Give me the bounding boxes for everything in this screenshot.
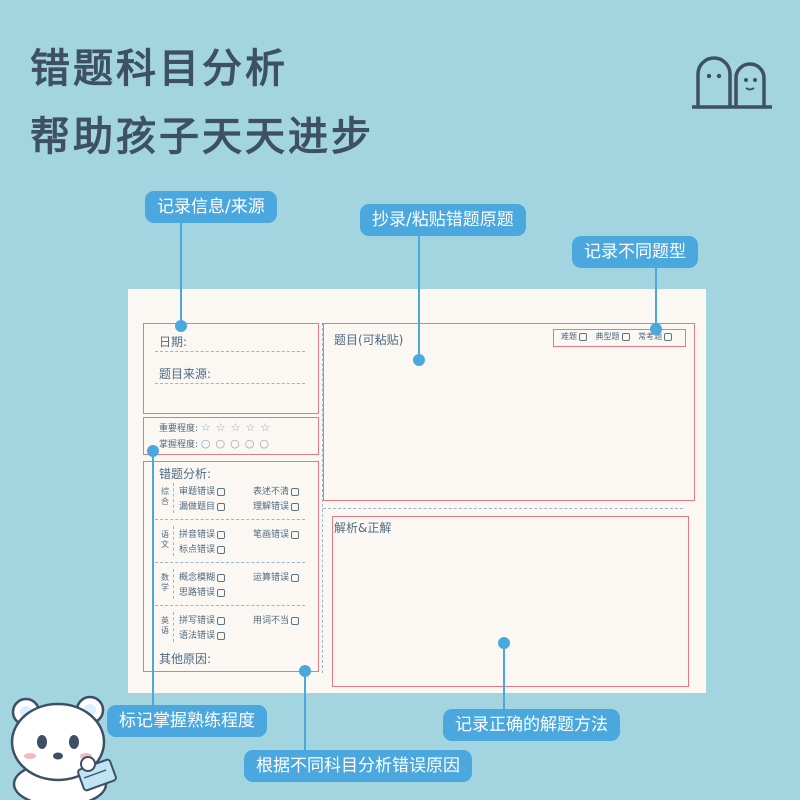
callout-record-info: 记录信息/来源 xyxy=(145,191,277,223)
group-side-label: 综合 xyxy=(161,487,169,506)
circle-rating[interactable]: ○○○○○ xyxy=(200,437,274,450)
star-rating[interactable]: ☆☆☆☆☆ xyxy=(200,421,276,434)
bear-mascot-icon xyxy=(10,695,117,800)
checkbox[interactable] xyxy=(217,588,226,597)
callout-question-types: 记录不同题型 xyxy=(572,236,698,268)
type-typical: 典型题 xyxy=(595,332,620,341)
checkbox[interactable] xyxy=(217,631,226,640)
checkbox[interactable] xyxy=(291,502,300,511)
analysis-box xyxy=(143,461,319,672)
checkbox[interactable] xyxy=(217,545,226,554)
type-hard: 难题 xyxy=(561,332,577,341)
checkbox[interactable] xyxy=(217,616,226,625)
mastery-label: 掌握程度: ○○○○○ xyxy=(159,437,274,450)
question-box xyxy=(323,323,695,501)
headline-line-2: 帮助孩子天天进步 xyxy=(30,114,374,160)
ghost-icon xyxy=(692,56,772,109)
question-label: 题目(可粘贴) xyxy=(334,333,404,347)
group-side-label: 语文 xyxy=(161,530,169,549)
checkbox[interactable] xyxy=(217,530,226,539)
checkbox[interactable] xyxy=(217,487,226,496)
checkbox[interactable] xyxy=(621,332,630,341)
other-reasons-label: 其他原因: xyxy=(159,652,212,666)
question-type-box xyxy=(553,329,686,347)
type-common: 常考题 xyxy=(638,332,663,341)
callout-mastery: 标记掌握熟练程度 xyxy=(107,705,267,737)
group-side-label: 数学 xyxy=(161,573,169,592)
solution-box xyxy=(332,516,689,687)
checkbox[interactable] xyxy=(291,573,300,582)
checkbox[interactable] xyxy=(664,332,673,341)
marker-dot xyxy=(299,665,311,677)
callout-solution: 记录正确的解题方法 xyxy=(443,709,620,741)
rating-box xyxy=(143,417,319,455)
worksheet: 日期: 题目来源: 重要程度: ☆☆☆☆☆ 掌握程度: ○○○○○ 错题分析: … xyxy=(128,289,706,693)
analysis-title: 错题分析: xyxy=(159,467,212,481)
callout-copy-paste: 抄录/粘贴错题原题 xyxy=(360,204,526,236)
marker-dot xyxy=(413,354,425,366)
group-side-label: 英语 xyxy=(161,616,169,635)
checkbox[interactable] xyxy=(217,573,226,582)
source-label: 题目来源: xyxy=(159,367,212,381)
date-label: 日期: xyxy=(159,335,188,349)
solution-label: 解析&正解 xyxy=(334,521,392,535)
checkbox[interactable] xyxy=(217,502,226,511)
info-box xyxy=(143,323,319,414)
marker-dot xyxy=(650,323,662,335)
importance-label: 重要程度: ☆☆☆☆☆ xyxy=(159,421,276,434)
checkbox[interactable] xyxy=(291,530,300,539)
checkbox[interactable] xyxy=(291,616,300,625)
callout-analysis: 根据不同科目分析错误原因 xyxy=(244,750,472,782)
headline-line-1: 错题科目分析 xyxy=(30,46,288,92)
checkbox[interactable] xyxy=(579,332,587,341)
checkbox[interactable] xyxy=(291,487,300,496)
marker-dot xyxy=(498,637,510,649)
marker-dot xyxy=(175,320,187,332)
marker-dot xyxy=(147,445,159,457)
